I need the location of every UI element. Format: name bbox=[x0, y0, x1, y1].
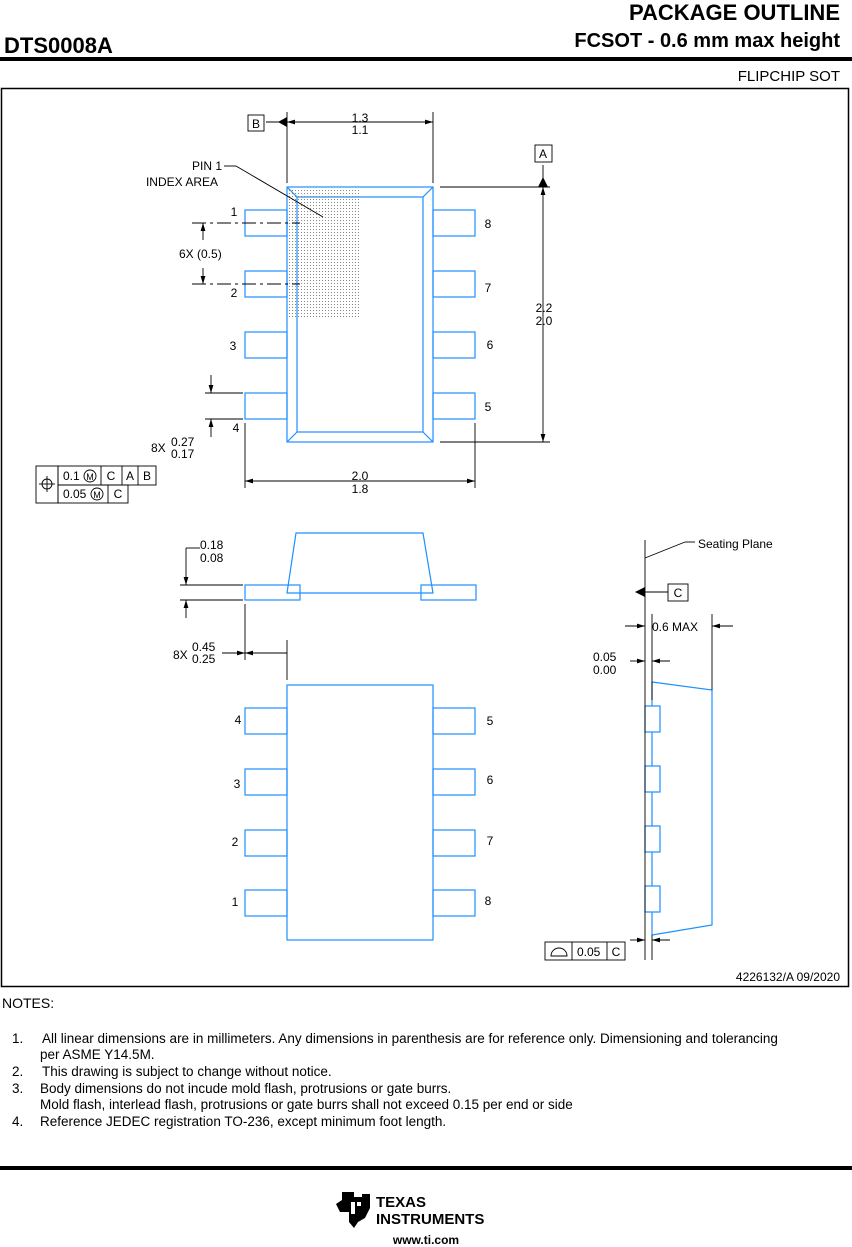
note-number: 1. bbox=[12, 1031, 24, 1046]
fcf-datum-b: B bbox=[143, 469, 151, 483]
package-code: DTS0008A bbox=[4, 33, 113, 58]
ti-logo-icon: TEXAS INSTRUMENTS bbox=[336, 1192, 484, 1228]
side-view bbox=[244, 532, 477, 601]
top-pin-label: 1 bbox=[231, 205, 238, 219]
note-text: Mold flash, interlead flash, protrusions… bbox=[40, 1097, 573, 1112]
notes-heading: NOTES: bbox=[2, 995, 55, 1011]
note-text: This drawing is subject to change withou… bbox=[42, 1064, 332, 1079]
top-lead-3 bbox=[244, 331, 288, 359]
top-lead-8 bbox=[432, 209, 476, 237]
fcf-mod-2: M bbox=[93, 490, 101, 500]
note-text: Reference JEDEC registration TO-236, exc… bbox=[40, 1114, 447, 1129]
datum-a-label: A bbox=[539, 147, 547, 161]
bottom-pin-label: 5 bbox=[487, 714, 494, 728]
bottom-pin-label: 3 bbox=[234, 777, 241, 791]
bottom-pin-label: 4 bbox=[235, 713, 242, 727]
datum-b-label: B bbox=[252, 117, 260, 131]
fcf-datum-a: A bbox=[126, 469, 134, 483]
fcf-mod-1: M bbox=[86, 472, 94, 482]
bottom-pin-label: 8 bbox=[485, 894, 492, 908]
top-lead-7 bbox=[432, 270, 476, 298]
lead-width-min: 0.17 bbox=[171, 447, 195, 461]
note-number: 3. bbox=[12, 1081, 24, 1096]
fcf-tol-2: 0.05 bbox=[63, 487, 87, 501]
top-body-outer bbox=[286, 186, 434, 443]
lead-width-prefix: 8X bbox=[151, 441, 166, 455]
note-number: 4. bbox=[12, 1114, 24, 1129]
coplanarity-value: 0.05 bbox=[577, 945, 601, 959]
datum-a-box bbox=[534, 144, 553, 163]
footer-rule bbox=[0, 1166, 852, 1170]
top-lead-6 bbox=[432, 331, 476, 359]
note-text: Body dimensions do not incude mold flash… bbox=[40, 1081, 452, 1096]
top-lead-4 bbox=[244, 392, 288, 420]
seating-plane-label: Seating Plane bbox=[698, 537, 773, 551]
fcf-datum-c: C bbox=[107, 469, 116, 483]
package-type: FLIPCHIP SOT bbox=[737, 68, 840, 85]
pitch-label: 6X (0.5) bbox=[179, 247, 222, 261]
end-view bbox=[644, 681, 713, 936]
standoff-min: 0.08 bbox=[200, 551, 224, 565]
span-min: 1.8 bbox=[352, 482, 369, 496]
ti-logo: TEXAS INSTRUMENTS bbox=[332, 1188, 507, 1237]
datum-b-box bbox=[247, 114, 265, 132]
index-area-label: INDEX AREA bbox=[146, 175, 218, 189]
height-label: 0.6 MAX bbox=[652, 620, 698, 634]
lead-length-prefix: 8X bbox=[173, 648, 188, 662]
gap-max: 0.05 bbox=[593, 650, 617, 664]
datum-c-label: C bbox=[674, 586, 683, 600]
top-pin-label: 4 bbox=[233, 421, 240, 435]
datum-b-triangle bbox=[278, 117, 287, 127]
bottom-pin-label: 2 bbox=[232, 835, 239, 849]
top-pin-label: 2 bbox=[231, 286, 238, 300]
fcf-datum-c2: C bbox=[114, 487, 123, 501]
bottom-pin-label: 6 bbox=[487, 773, 494, 787]
length-max: 2.2 bbox=[536, 301, 553, 315]
lead-length-max: 0.45 bbox=[192, 640, 216, 654]
logo-line2: INSTRUMENTS bbox=[376, 1211, 484, 1228]
drawing-frame bbox=[0, 87, 850, 988]
bottom-view bbox=[244, 684, 476, 941]
page-subtitle: FCSOT - 0.6 mm max height bbox=[574, 30, 840, 52]
lead-width-max: 0.27 bbox=[171, 435, 195, 449]
top-view bbox=[244, 186, 476, 443]
top-pin-label: 5 bbox=[485, 400, 492, 414]
coplanarity-frame bbox=[544, 941, 626, 961]
length-min: 2.0 bbox=[536, 314, 553, 328]
datum-c-box bbox=[667, 583, 689, 602]
fcf-tol-1: 0.1 bbox=[63, 469, 80, 483]
page-title: PACKAGE OUTLINE bbox=[628, 0, 840, 25]
bottom-pin-label: 1 bbox=[232, 895, 239, 909]
width-min: 1.1 bbox=[352, 123, 369, 137]
package-drawing: B A 1.3 1.1 PIN 1 INDEX AREA 2.2 2.0 6X … bbox=[0, 87, 850, 988]
top-pin-label: 3 bbox=[230, 339, 237, 353]
coplanarity-datum: C bbox=[612, 945, 621, 959]
top-pin-label: 8 bbox=[485, 217, 492, 231]
width-max: 1.3 bbox=[352, 111, 369, 125]
datum-a-triangle bbox=[538, 177, 548, 187]
datum-c-triangle bbox=[635, 587, 645, 597]
document-number: 4226132/A 09/2020 bbox=[736, 970, 840, 984]
footer-url[interactable]: www.ti.com bbox=[392, 1233, 460, 1247]
gap-min: 0.00 bbox=[593, 663, 617, 677]
note-text: per ASME Y14.5M. bbox=[40, 1047, 155, 1062]
bottom-pin-label: 7 bbox=[487, 834, 494, 848]
pin1-label: PIN 1 bbox=[192, 159, 222, 173]
top-lead-5 bbox=[432, 392, 476, 420]
logo-line1: TEXAS bbox=[376, 1194, 426, 1211]
top-pin-label: 6 bbox=[487, 338, 494, 352]
note-number: 2. bbox=[12, 1064, 24, 1079]
pin1-index-area bbox=[289, 189, 359, 317]
span-max: 2.0 bbox=[352, 469, 369, 483]
standoff-max: 0.18 bbox=[200, 538, 224, 552]
top-pin-label: 7 bbox=[485, 281, 492, 295]
note-text: All linear dimensions are in millimeters… bbox=[42, 1031, 778, 1046]
header-rule bbox=[0, 57, 852, 61]
feature-control-frame bbox=[35, 465, 157, 504]
lead-length-min: 0.25 bbox=[192, 652, 216, 666]
